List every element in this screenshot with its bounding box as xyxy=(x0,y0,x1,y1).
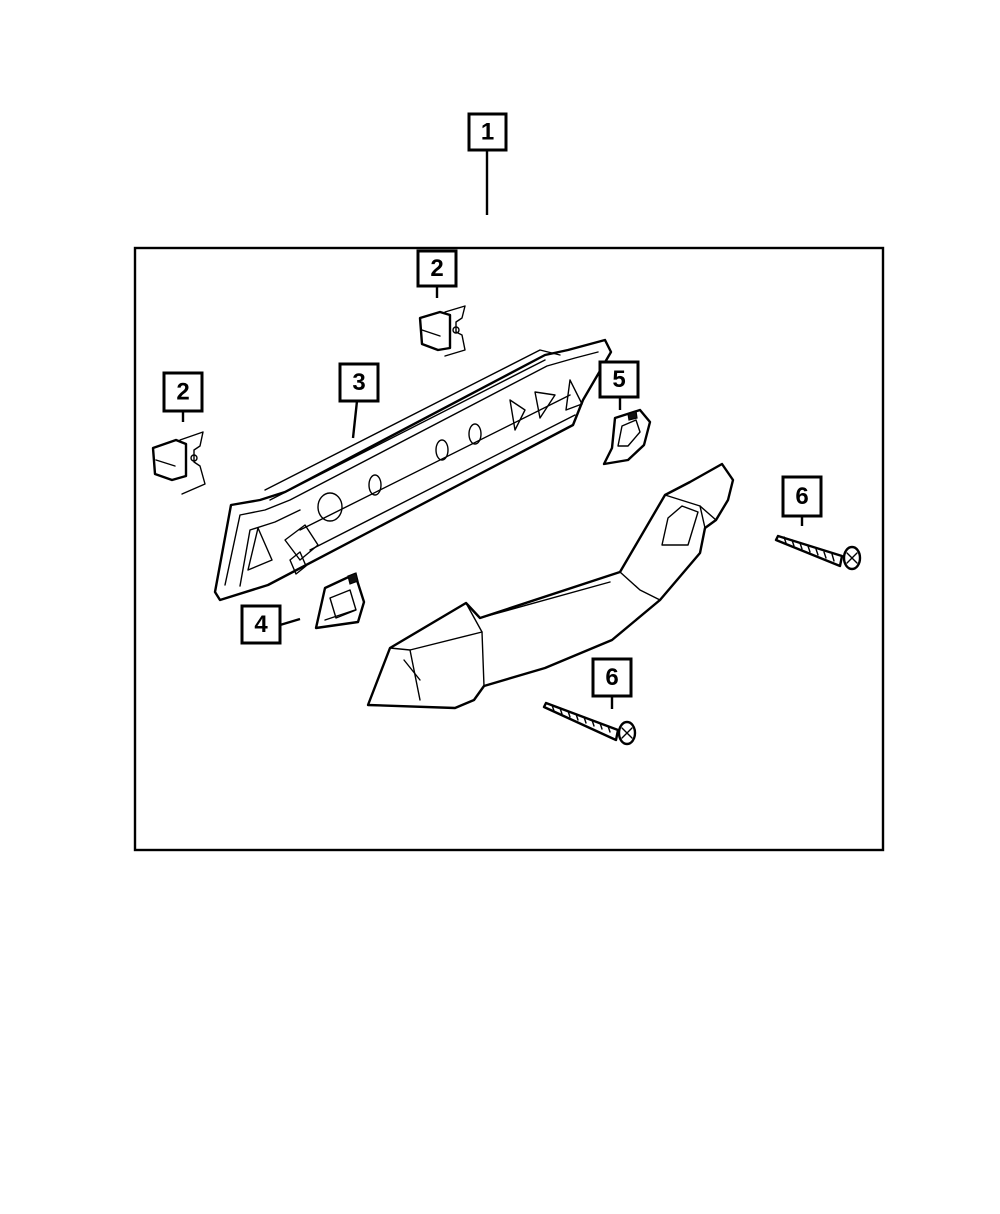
screw-upper xyxy=(774,534,862,571)
screw-lower xyxy=(542,701,637,746)
callout-2-left: 2 xyxy=(162,371,204,413)
callout-5-label: 5 xyxy=(612,366,625,393)
callout-2-left-label: 2 xyxy=(176,379,189,406)
callout-3: 3 xyxy=(338,362,380,403)
bracket-base xyxy=(213,338,613,602)
clip-left xyxy=(151,431,206,495)
clip-upper xyxy=(418,305,466,357)
callout-6-lower-label: 6 xyxy=(605,664,618,691)
clip-right xyxy=(602,408,652,466)
callout-4: 4 xyxy=(240,604,282,645)
callout-2-upper-label: 2 xyxy=(430,255,443,282)
callout-1-label: 1 xyxy=(481,119,494,146)
callout-1: 1 xyxy=(467,112,508,152)
callout-6-upper: 6 xyxy=(781,475,823,518)
callout-2-upper: 2 xyxy=(416,249,458,288)
leader-lines xyxy=(181,150,804,709)
callout-3-label: 3 xyxy=(352,369,365,396)
callout-6-lower: 6 xyxy=(591,657,633,698)
callout-5: 5 xyxy=(598,360,640,399)
callout-6-upper-label: 6 xyxy=(795,483,808,510)
grab-handle xyxy=(366,462,735,710)
assembly-frame xyxy=(133,246,885,852)
clip-lower xyxy=(314,572,366,630)
callout-4-label: 4 xyxy=(254,611,268,638)
